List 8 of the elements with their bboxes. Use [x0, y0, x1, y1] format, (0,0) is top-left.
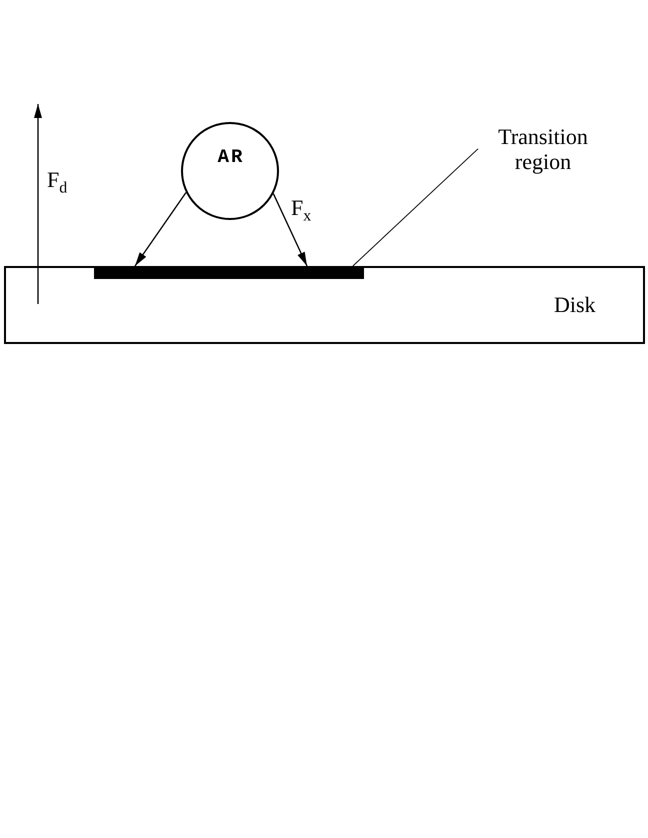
circle-label: AR — [216, 146, 246, 168]
disk-label: Disk — [554, 292, 596, 318]
force-label: F$_{d}$ — [47, 168, 68, 192]
force-arrow — [134, 192, 187, 266]
leader-line — [352, 148, 478, 266]
callout-text: Transition region — [478, 124, 608, 178]
force-arrow — [272, 193, 308, 266]
region-strip — [94, 266, 364, 279]
